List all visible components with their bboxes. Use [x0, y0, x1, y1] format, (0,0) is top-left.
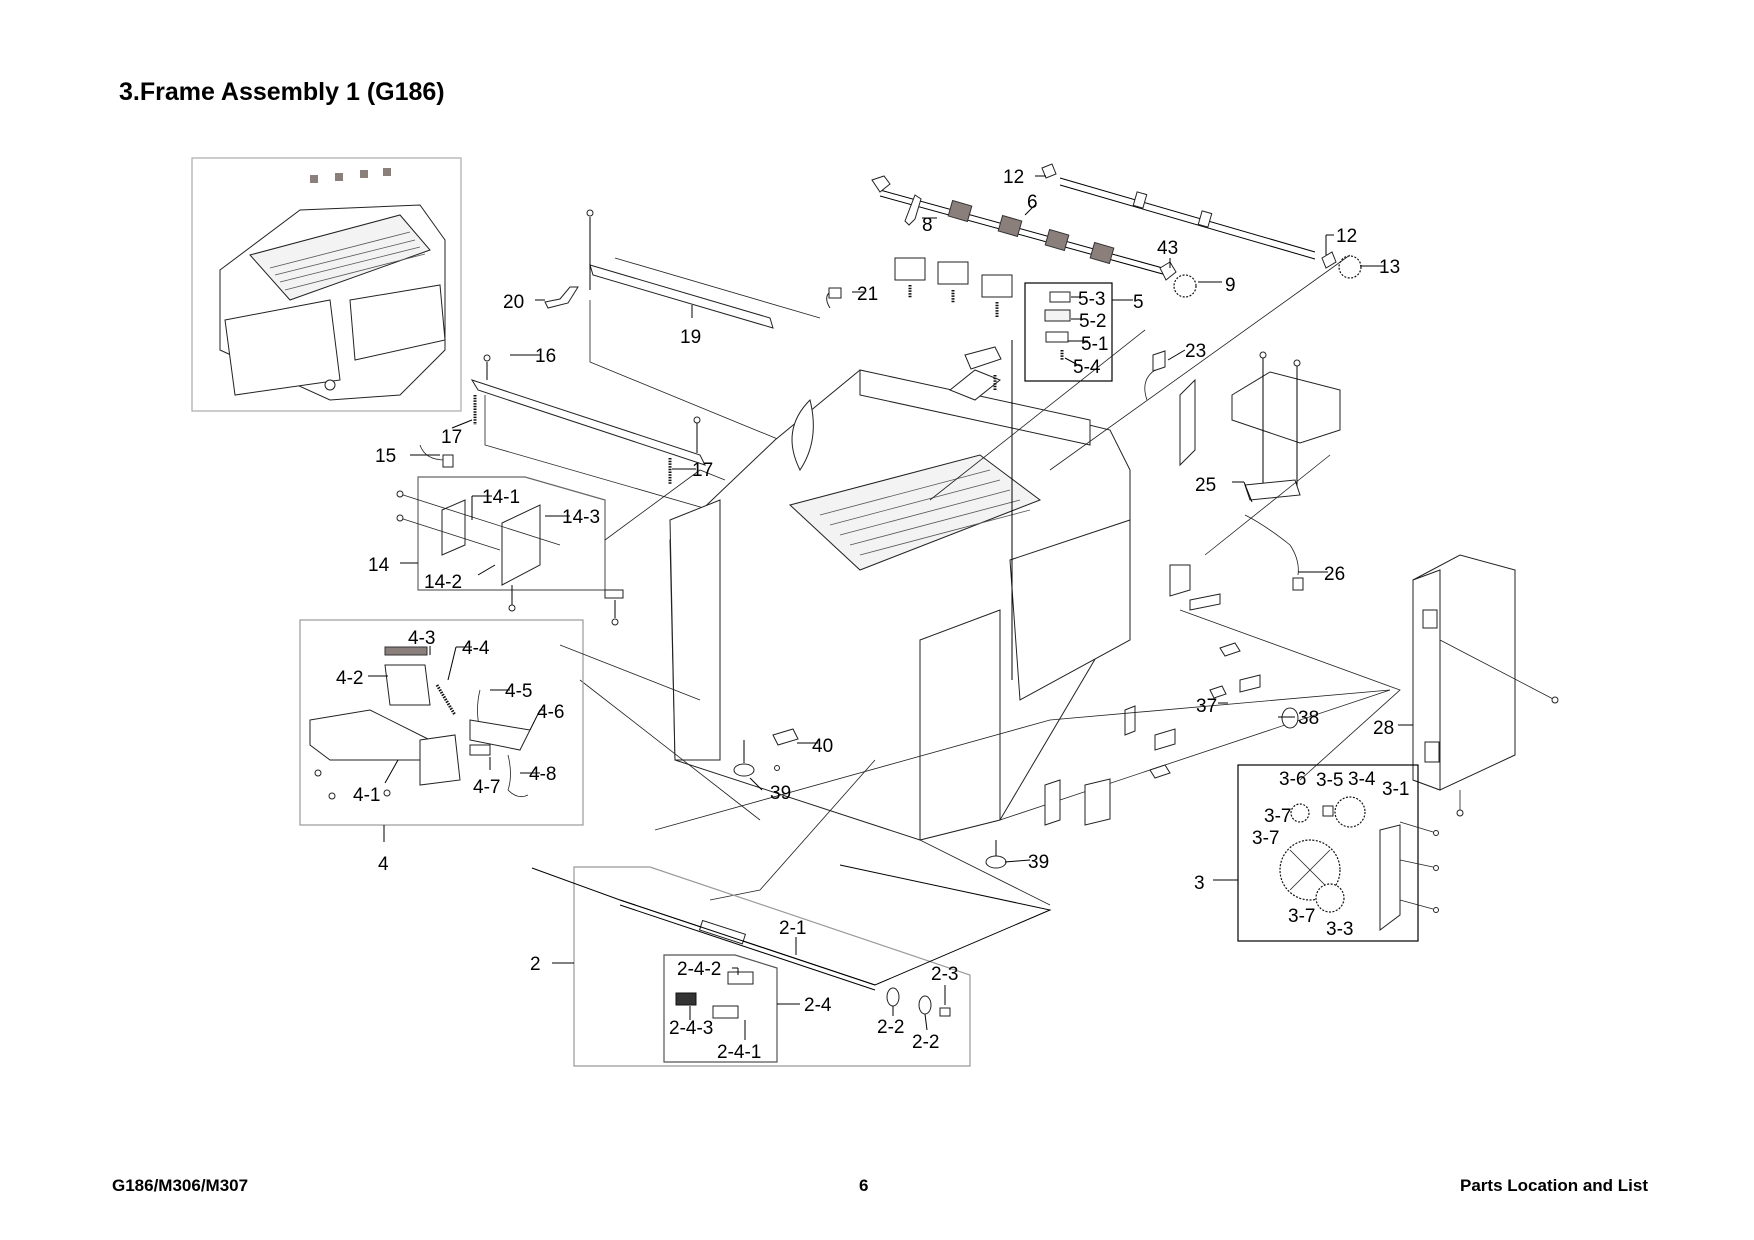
- callout-39: 39: [770, 783, 791, 804]
- callout-4-6: 4-6: [537, 702, 564, 723]
- callout-19: 19: [680, 327, 701, 348]
- callout-2: 2: [530, 954, 541, 975]
- callout-28: 28: [1373, 718, 1394, 739]
- part-23: [1152, 350, 1166, 372]
- foot-39a: [733, 763, 755, 777]
- callout-3-1: 3-1: [1382, 779, 1409, 800]
- callout-4-7: 4-7: [473, 777, 500, 798]
- separation-units: [826, 257, 1013, 318]
- callout-3-6: 3-6: [1279, 769, 1306, 790]
- callout-13: 13: [1379, 257, 1400, 278]
- part-5-3: [1049, 291, 1071, 303]
- callout-9: 9: [1225, 275, 1236, 296]
- callout-15: 15: [375, 446, 396, 467]
- callout-26: 26: [1324, 564, 1345, 585]
- footer-page-number: 6: [859, 1176, 869, 1195]
- callout-38: 38: [1298, 708, 1319, 729]
- callout-4-5: 4-5: [505, 681, 532, 702]
- connector-15: [442, 454, 454, 468]
- callout-5-1: 5-1: [1081, 334, 1108, 355]
- footer-section-title: Parts Location and List: [1460, 1176, 1648, 1195]
- guide-19: [544, 209, 821, 441]
- lever: [964, 346, 1002, 370]
- part-40: [772, 728, 799, 746]
- bar-16: [470, 354, 781, 531]
- callout-labels: 12 6 8 43 9 12 13 21 5-3 5 5-2 5-1 5-4 2…: [336, 167, 1409, 1063]
- bushing-43: [1159, 261, 1177, 281]
- callout-3-7: 3-7: [1264, 806, 1291, 827]
- callout-line: [1179, 609, 1401, 781]
- callout-4-2: 4-2: [336, 668, 363, 689]
- side-plate-28: [1412, 554, 1559, 817]
- subassembly-14: [396, 469, 726, 626]
- callout-14-2: 14-2: [424, 572, 462, 593]
- callout-40: 40: [812, 736, 833, 757]
- callout-21: 21: [857, 284, 878, 305]
- gear-9: [1173, 274, 1197, 298]
- callout-12: 12: [1003, 167, 1024, 188]
- footer-model-numbers: G186/M306/M307: [112, 1176, 249, 1195]
- callout-3-7: 3-7: [1252, 828, 1279, 849]
- callout-3-7: 3-7: [1288, 906, 1315, 927]
- leader-lines: [368, 175, 1413, 881]
- callout-25: 25: [1195, 475, 1216, 496]
- main-frame: [579, 340, 1391, 906]
- callout-2-4-3: 2-4-3: [669, 1018, 713, 1039]
- callout-8: 8: [922, 215, 933, 236]
- callout-4-3: 4-3: [408, 628, 435, 649]
- gear-13: [1338, 255, 1362, 279]
- callout-2-4-1: 2-4-1: [717, 1042, 761, 1063]
- callout-6: 6: [1027, 192, 1038, 213]
- page-title: 3.Frame Assembly 1 (G186): [119, 78, 445, 106]
- callout-2-1: 2-1: [779, 918, 806, 939]
- callout-17: 17: [692, 460, 713, 481]
- callout-16: 16: [535, 346, 556, 367]
- pickup-roller-shaft: [871, 175, 1171, 277]
- subassembly-2: [531, 864, 1052, 1067]
- callout-5: 5: [1133, 292, 1144, 313]
- callout-14-1: 14-1: [482, 487, 520, 508]
- callout-2-4-2: 2-4-2: [677, 959, 721, 980]
- callout-14: 14: [368, 555, 390, 576]
- cover-assembly-25: [1204, 351, 1341, 591]
- callout-5-3: 5-3: [1078, 289, 1105, 310]
- callout-17: 17: [441, 427, 462, 448]
- callout-4: 4: [378, 854, 389, 875]
- callout-2-2: 2-2: [877, 1017, 904, 1038]
- exit-roller-shaft: [1041, 163, 1337, 269]
- callout-4-1: 4-1: [353, 785, 380, 806]
- callout-5-4: 5-4: [1073, 357, 1101, 378]
- callout-3-5: 3-5: [1316, 770, 1343, 791]
- part-5-2: [1044, 309, 1071, 322]
- callout-4-8: 4-8: [529, 764, 556, 785]
- callout-line: [654, 689, 1391, 831]
- callout-3-4: 3-4: [1348, 769, 1376, 790]
- part-5-1: [1045, 331, 1069, 343]
- callout-5-2: 5-2: [1079, 311, 1106, 332]
- callout-12: 12: [1336, 226, 1357, 247]
- callout-2-3: 2-3: [931, 964, 958, 985]
- foot-39b: [985, 855, 1007, 869]
- cable-15: [419, 444, 446, 461]
- callout-3-3: 3-3: [1326, 919, 1353, 940]
- callout-14-3: 14-3: [562, 507, 600, 528]
- overview-inset: [191, 157, 462, 412]
- callout-2-2: 2-2: [912, 1032, 939, 1053]
- callout-23: 23: [1185, 341, 1206, 362]
- subassembly-5-box: [1024, 282, 1113, 382]
- callout-2-4: 2-4: [804, 995, 832, 1016]
- callout-39: 39: [1028, 852, 1049, 873]
- callout-4-4: 4-4: [462, 638, 490, 659]
- plate-23: [1179, 378, 1196, 467]
- callout-43: 43: [1157, 238, 1178, 259]
- callout-20: 20: [503, 292, 524, 313]
- box-2-leaders: [552, 937, 946, 1040]
- callout-37: 37: [1196, 696, 1217, 717]
- subassembly-3: [1237, 764, 1439, 942]
- small-brackets: [1044, 564, 1299, 826]
- subassembly-4: [299, 619, 701, 826]
- callout-3: 3: [1194, 873, 1205, 894]
